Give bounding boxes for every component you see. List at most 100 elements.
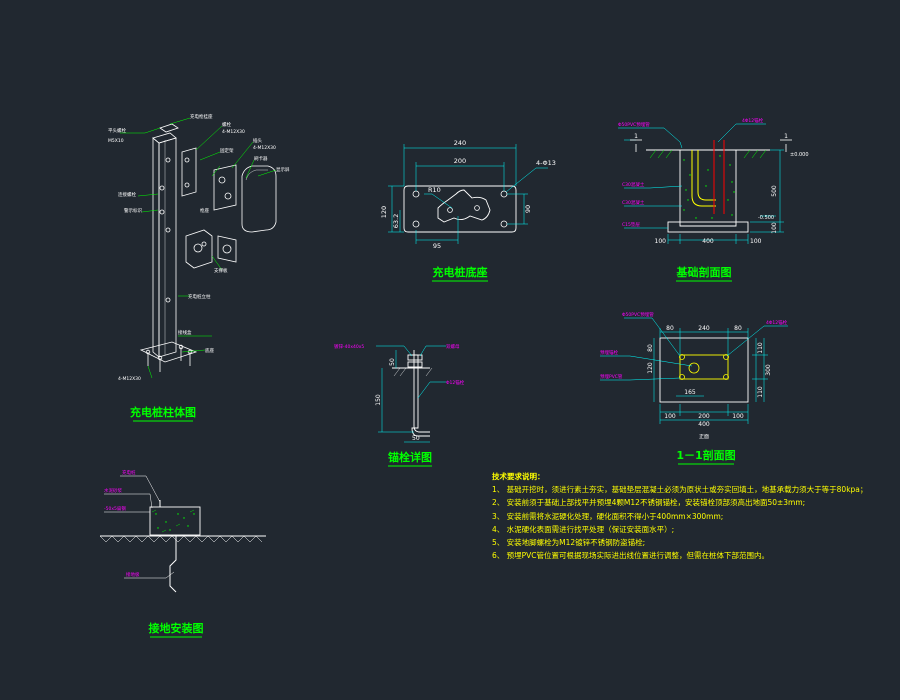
foundation-title: 基础剖面图	[676, 265, 732, 279]
grounding-detail	[99, 500, 266, 593]
section-1-1-labels: Φ50PVC预埋管 4Φ12锚栓 预埋锚栓 预埋PVC管	[600, 311, 788, 380]
column-label: 固定架	[220, 147, 234, 154]
dim-text: 165	[684, 389, 696, 396]
column-label: 平头螺栓	[108, 127, 126, 134]
base-plate-dims	[388, 144, 548, 244]
elevation-text: ±0.000	[790, 152, 809, 158]
section-1-1-text-group: 80 240 80 300 110 80 120 165 100 200 100…	[647, 325, 772, 440]
column-label: 螺栓	[222, 121, 231, 128]
dim-text: 95	[433, 242, 441, 250]
column-label: 警示标识	[124, 207, 142, 214]
column-label: 连接螺栓	[118, 191, 136, 198]
dim-text: 80	[647, 344, 654, 352]
note-item: 2、 安装前须于基础上部找平并预埋4颗M12不锈钢锚栓，安装锚栓顶部须高出地面5…	[492, 498, 806, 508]
section-1-1-dims	[600, 317, 788, 424]
dim-text: 80	[666, 325, 674, 332]
base-plate	[403, 185, 517, 233]
column-label: 枪座	[200, 207, 209, 214]
note-item: 4、 水泥硬化表面需进行找平处理（保证安装面水平）;	[492, 524, 675, 534]
dim-text: 90	[524, 205, 532, 213]
grounding-labels: 充电桩 -50x5扁钢 水泥砂浆 接地极	[104, 469, 140, 578]
dim-text: 63.2	[392, 214, 400, 228]
column-view	[139, 123, 277, 372]
dim-text: 100	[771, 222, 778, 234]
anchor-dims	[376, 345, 446, 443]
note-item: 1、 基础开挖时，须进行素土夯实，基础垫层混凝土必须为原状土或夯实回填土，地基承…	[492, 485, 868, 495]
dim-text: 400	[698, 421, 710, 428]
dim-text: 150	[375, 394, 382, 406]
dim-text: 100	[732, 413, 744, 420]
note-item: 6、 预埋PVC管位置可根据现场实际进出线位置进行调整，但需在桩体下部范围内。	[492, 551, 770, 561]
grounding-label: -50x5扁钢	[104, 505, 126, 512]
column-label: 接线盒	[178, 329, 192, 336]
dim-text: 240	[698, 325, 710, 332]
column-label: 充电枪挂座	[190, 113, 213, 120]
foundation-label: C30混凝土	[622, 199, 645, 206]
section-1-1	[659, 337, 749, 403]
notes-heading: 技术要求说明：	[492, 472, 545, 481]
grounding-label: 水泥砂浆	[104, 487, 122, 494]
anchor-label: 镀锌-40x40x5	[334, 343, 364, 350]
foundation-marker	[630, 139, 792, 152]
foundation-label: C30混凝土	[622, 181, 645, 188]
column-label: 底座	[205, 347, 214, 354]
section-label: 预埋锚栓	[600, 349, 618, 356]
dim-text: 80	[734, 325, 742, 332]
technical-notes: 技术要求说明： 1、 基础开挖时，须进行素土夯实，基础垫层混凝土必须为原状土或夯…	[492, 470, 892, 562]
dim-text: 500	[771, 185, 778, 197]
section-label: Φ50PVC预埋管	[622, 311, 654, 318]
dim-text: 50	[389, 358, 396, 366]
note-item: 3、 安装前需将水泥硬化处理，硬化面积不得小于400mm×300mm;	[492, 511, 724, 521]
foundation-leader-labels: Φ50PVC预埋管 4Φ12锚栓 C30混凝土 C30混凝土 C15垫层	[618, 117, 764, 228]
dim-text: 100	[655, 238, 667, 245]
foundation-section	[646, 140, 770, 233]
anchor-label: 双螺母	[446, 343, 460, 350]
foundation-label: C15垫层	[622, 221, 640, 228]
dim-text: R10	[428, 186, 441, 194]
column-label: M5X10	[108, 138, 124, 144]
column-label: 插头	[253, 137, 262, 144]
dim-text: 200	[698, 413, 710, 420]
dim-text: 300	[765, 364, 772, 376]
foundation-text-group: 400 100 100 500 100 ±0.000 -0.500 1 1	[634, 133, 808, 245]
column-label: 显示屏	[276, 167, 290, 173]
column-label: 支撑板	[214, 267, 228, 274]
grounding-label: 接地极	[126, 571, 140, 578]
column-title: 充电桩柱体图	[130, 405, 196, 419]
anchor-title: 锚栓详图	[388, 450, 432, 464]
dim-text: 4-Φ13	[536, 159, 556, 167]
dim-text: 120	[647, 362, 654, 374]
grounding-leaders	[104, 475, 175, 579]
foundation-dims	[618, 123, 784, 244]
grounding-label: 充电桩	[122, 469, 136, 476]
dim-text: 100	[750, 238, 762, 245]
note-item: 5、 安装地脚螺栓为M12镀锌不锈钢防盗锚栓;	[492, 538, 646, 548]
column-leaders	[120, 117, 277, 379]
section-1-1-title: 1－1剖面图	[676, 448, 735, 462]
dim-text: 50	[412, 435, 420, 442]
section-marker-text: 1	[784, 133, 788, 140]
column-label: 4-M12X30	[118, 376, 141, 382]
dim-text: 120	[380, 206, 388, 218]
column-label: 4-M12X30	[222, 129, 245, 135]
dim-text: 110	[757, 386, 764, 398]
section-label: 预埋PVC管	[600, 373, 623, 380]
grounding-title: 接地安装图	[149, 621, 204, 635]
column-label: 4-M12X30	[253, 145, 276, 151]
column-label-group: 平头螺栓 M5X10 充电枪挂座 螺栓 4-M12X30 插头 4-M12X30…	[108, 113, 290, 382]
anchor-detail	[392, 350, 433, 437]
base-plate-title: 充电桩底座	[433, 265, 488, 279]
anchor-text-group: 50 150 50	[375, 358, 420, 442]
anchor-label: Φ12锚栓	[446, 379, 465, 386]
base-plate-dim-text-group: 240 200 120 63.2 90 95 4-Φ13 R10	[380, 139, 556, 250]
dim-text: 240	[454, 139, 466, 147]
column-label: 充电桩立柱	[188, 293, 211, 300]
section-marker-text: 1	[634, 133, 638, 140]
column-label: 刷卡器	[254, 155, 268, 162]
anchor-labels: 镀锌-40x40x5 双螺母 Φ12锚栓	[334, 343, 465, 386]
view-label: 正面	[699, 434, 709, 440]
dim-text: 110	[757, 342, 764, 354]
dim-text: 200	[454, 157, 466, 165]
foundation-label: 4Φ12锚栓	[742, 117, 764, 124]
